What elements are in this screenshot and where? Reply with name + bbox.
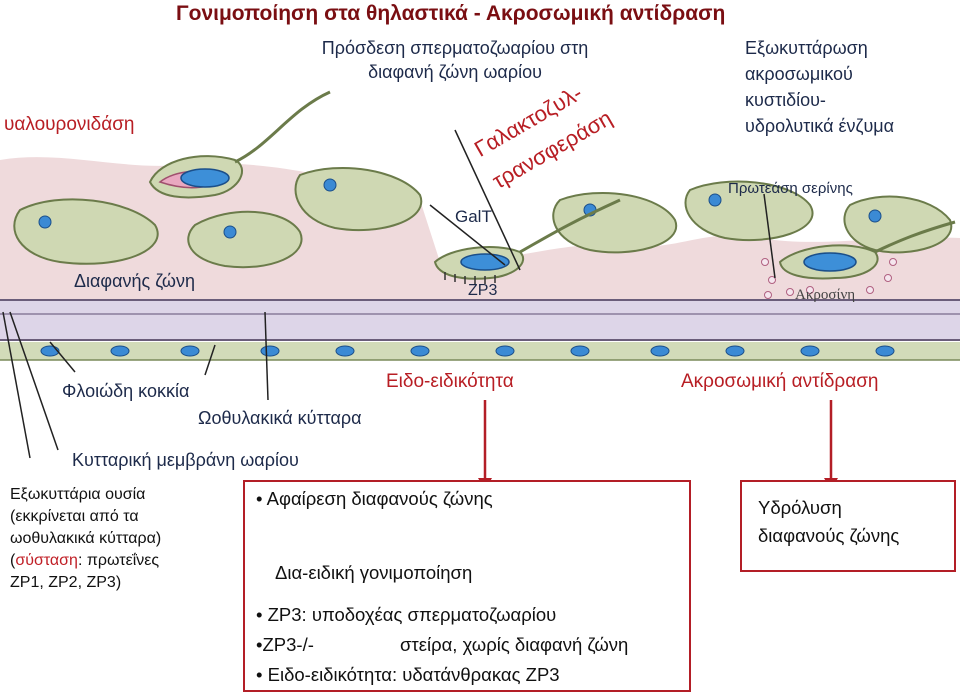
extracellular-line2: (εκκρίνεται από τα [10, 508, 139, 525]
extracellular-line5: ZP1, ZP2, ZP3) [10, 574, 122, 591]
acrosin-label: Ακροσίνη [795, 287, 856, 303]
sperm-head-right [761, 220, 956, 299]
bottom-bullet-1: • ZP3: υποδοχέας σπερματοζωαρίου [256, 604, 557, 625]
zp3-label: ZP3 [468, 282, 498, 299]
exocytosis-label-line3: κυστιδίου- [745, 90, 826, 110]
page-title: Γονιμοποίηση στα θηλαστικά - Ακροσωμική … [176, 2, 726, 25]
zona-pellucida-label: Διαφανής ζώνη [74, 271, 195, 291]
bottom-bullet-2-right: στείρα, χωρίς διαφανή ζώνη [400, 634, 629, 655]
sperm-head-left [148, 90, 331, 199]
species-specificity-label: Ειδο-ειδικότητα [386, 371, 514, 392]
oocyte-membrane-band [0, 300, 960, 340]
exocytosis-label-line1: Εξωκυττάρωση [745, 38, 868, 58]
pointer-lines [2, 129, 776, 459]
cortical-granules [40, 345, 895, 357]
bottom-bullet-2-left: •ZP3-/- [256, 634, 314, 655]
oocyte-membrane-label: Κυτταρική μεμβράνη ωαρίου [72, 450, 299, 470]
sperm-binding-label-line2: διαφανή ζώνη ωαρίου [368, 62, 542, 82]
bottom-bullet-3: • Ειδο-ειδικότητα: υδατάνθρακας ZP3 [256, 664, 560, 685]
sperm-head-center [433, 198, 621, 284]
zona-hydrolysis-line2: διαφανούς ζώνης [758, 525, 900, 546]
center-bullet-1: • Αφαίρεση διαφανούς ζώνης [256, 488, 493, 509]
galt-label: GalT [455, 207, 492, 226]
extracellular-line1: Εξωκυττάρια ουσία [10, 486, 146, 503]
exocytosis-label-line4: υδρολυτικά ένζυμα [745, 116, 895, 136]
hyaluronidase-label: υαλουρονιδάση [4, 114, 135, 135]
extracellular-line4: (σύσταση: πρωτεΐνες [10, 552, 160, 569]
composition-highlight: σύσταση [15, 552, 78, 569]
cross-species-fertilization: Δια-ειδική γονιμοποίηση [275, 562, 473, 583]
zona-hydrolysis-line1: Υδρόλυση [758, 497, 842, 518]
sperm-binding-label-line1: Πρόσδεση σπερματοζωαρίου στη [321, 38, 589, 58]
cortical-granules-label: Φλοιώδη κοκκία [62, 381, 190, 401]
red-arrows [478, 400, 838, 490]
exocytosis-label-line2: ακροσωμικού [745, 64, 853, 84]
species-specificity-box [243, 480, 691, 692]
follicle-cells [13, 166, 953, 269]
follicle-cells-label: Ωοθυλακικά κύτταρα [198, 408, 362, 428]
serine-protease-label: Πρωτεάση σερίνης [728, 180, 853, 197]
cortical-band [0, 342, 960, 360]
zona-hydrolysis-box [740, 480, 956, 572]
extracellular-line3: ωοθυλακικά κύτταρα) [10, 530, 162, 547]
acrosome-reaction-label: Ακροσωμική αντίδραση [681, 371, 879, 392]
